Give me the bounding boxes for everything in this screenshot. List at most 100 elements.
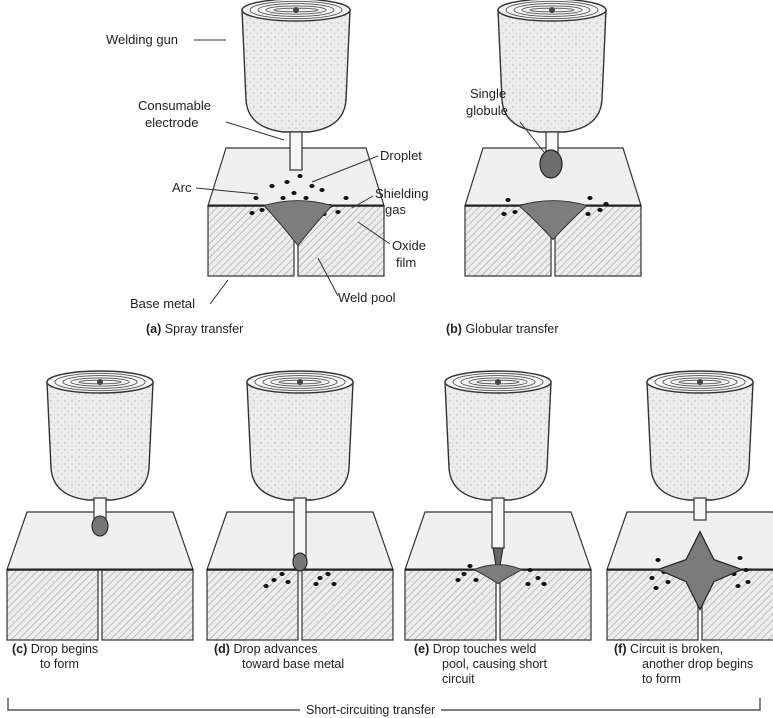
metal-droplet xyxy=(253,196,258,200)
metal-droplet xyxy=(291,191,296,195)
welding-gun-center xyxy=(495,379,501,385)
welding-gun-body xyxy=(445,382,551,500)
metal-droplet xyxy=(280,196,285,200)
metal-droplet xyxy=(735,584,740,588)
panel-a-spray-transfer xyxy=(194,0,390,304)
metal-droplet xyxy=(343,196,348,200)
label-electrode: electrode xyxy=(145,115,198,130)
label-welding-gun: Welding gun xyxy=(106,32,178,47)
caption-c-line2: to form xyxy=(12,657,98,672)
metal-droplet xyxy=(737,556,742,560)
base-metal-plate-right xyxy=(500,570,591,640)
label-oxide: Oxide xyxy=(392,238,426,253)
metal-drop xyxy=(92,516,108,536)
metal-droplet xyxy=(585,212,590,216)
caption-e-line1: Drop touches weld xyxy=(433,642,537,656)
metal-droplet xyxy=(284,180,289,184)
base-metal-plate-left xyxy=(405,570,496,640)
welding-gun-body xyxy=(498,10,606,132)
electrode xyxy=(294,498,306,560)
metal-droplet xyxy=(535,576,540,580)
caption-c-line1: Drop begins xyxy=(31,642,98,656)
metal-droplet xyxy=(655,558,660,562)
metal-droplet xyxy=(505,198,510,202)
metal-droplet xyxy=(743,568,748,572)
metal-droplet xyxy=(269,184,274,188)
single-globule xyxy=(540,150,562,178)
welding-gun-center xyxy=(97,379,103,385)
metal-droplet xyxy=(512,210,517,214)
metal-droplet xyxy=(541,582,546,586)
metal-droplet xyxy=(473,578,478,582)
base-metal-plate-right xyxy=(102,570,193,640)
metal-droplet xyxy=(309,184,314,188)
caption-e-line2: pool, causing short xyxy=(414,657,547,672)
metal-droplet xyxy=(745,580,750,584)
caption-f-letter: (f) xyxy=(614,642,627,656)
welding-gun-body xyxy=(247,382,353,500)
metal-droplet xyxy=(263,584,268,588)
base-metal-plate-left xyxy=(207,570,298,640)
panel-e-drop-touches xyxy=(405,371,591,640)
metal-droplet xyxy=(525,582,530,586)
caption-a-text: Spray transfer xyxy=(165,322,244,336)
label-base-metal: Base metal xyxy=(130,296,195,311)
metal-droplet xyxy=(597,208,602,212)
metal-droplet xyxy=(653,586,658,590)
caption-d-letter: (d) xyxy=(214,642,230,656)
metal-droplet xyxy=(665,580,670,584)
panel-c-drop-begins xyxy=(7,371,193,640)
metal-droplet xyxy=(259,208,264,212)
welding-gun-center xyxy=(549,7,555,13)
caption-c-letter: (c) xyxy=(12,642,27,656)
label-consumable: Consumable xyxy=(138,98,211,113)
metal-droplet xyxy=(649,576,654,580)
electrode xyxy=(290,132,302,170)
metal-droplet xyxy=(271,578,276,582)
caption-e: (e) Drop touches weld pool, causing shor… xyxy=(414,642,547,687)
metal-droplet xyxy=(455,578,460,582)
label-arc: Arc xyxy=(172,180,192,195)
welding-gun-center xyxy=(697,379,703,385)
metal-droplet xyxy=(313,582,318,586)
metal-droplet xyxy=(527,568,532,572)
caption-b-text: Globular transfer xyxy=(465,322,558,336)
caption-f: (f) Circuit is broken, another drop begi… xyxy=(614,642,753,687)
metal-droplet xyxy=(325,572,330,576)
caption-d-line2: toward base metal xyxy=(214,657,344,672)
caption-f-line1: Circuit is broken, xyxy=(630,642,723,656)
caption-d-line1: Drop advances xyxy=(233,642,317,656)
label-film: film xyxy=(396,255,416,270)
panel-f-circuit-broken xyxy=(607,371,773,640)
label-gas: gas xyxy=(385,202,406,217)
welding-gun-body xyxy=(242,10,350,132)
caption-d: (d) Drop advances toward base metal xyxy=(214,642,344,672)
welding-gun-body xyxy=(47,382,153,500)
welding-gun-center xyxy=(293,7,299,13)
group-caption: Short-circuiting transfer xyxy=(300,703,441,717)
metal-droplet xyxy=(285,580,290,584)
metal-droplet xyxy=(501,212,506,216)
metal-droplet xyxy=(461,572,466,576)
base-metal-plate-left xyxy=(7,570,98,640)
caption-e-letter: (e) xyxy=(414,642,429,656)
metal-droplet xyxy=(297,174,302,178)
welding-gun-body xyxy=(647,382,753,500)
label-single: Single xyxy=(470,86,506,101)
leader-line xyxy=(210,280,228,304)
caption-a-letter: (a) xyxy=(146,322,161,336)
metal-droplet xyxy=(303,196,308,200)
metal-droplet xyxy=(249,211,254,215)
metal-droplet xyxy=(467,564,472,568)
metal-droplet xyxy=(603,202,608,206)
metal-droplet xyxy=(335,210,340,214)
metal-droplet xyxy=(587,196,592,200)
welding-gun-center xyxy=(297,379,303,385)
label-globule: globule xyxy=(466,103,508,118)
electrode xyxy=(694,498,706,520)
label-droplet: Droplet xyxy=(380,148,422,163)
caption-e-line3: circuit xyxy=(414,672,547,687)
caption-f-line2: another drop begins xyxy=(614,657,753,672)
metal-droplet xyxy=(319,188,324,192)
